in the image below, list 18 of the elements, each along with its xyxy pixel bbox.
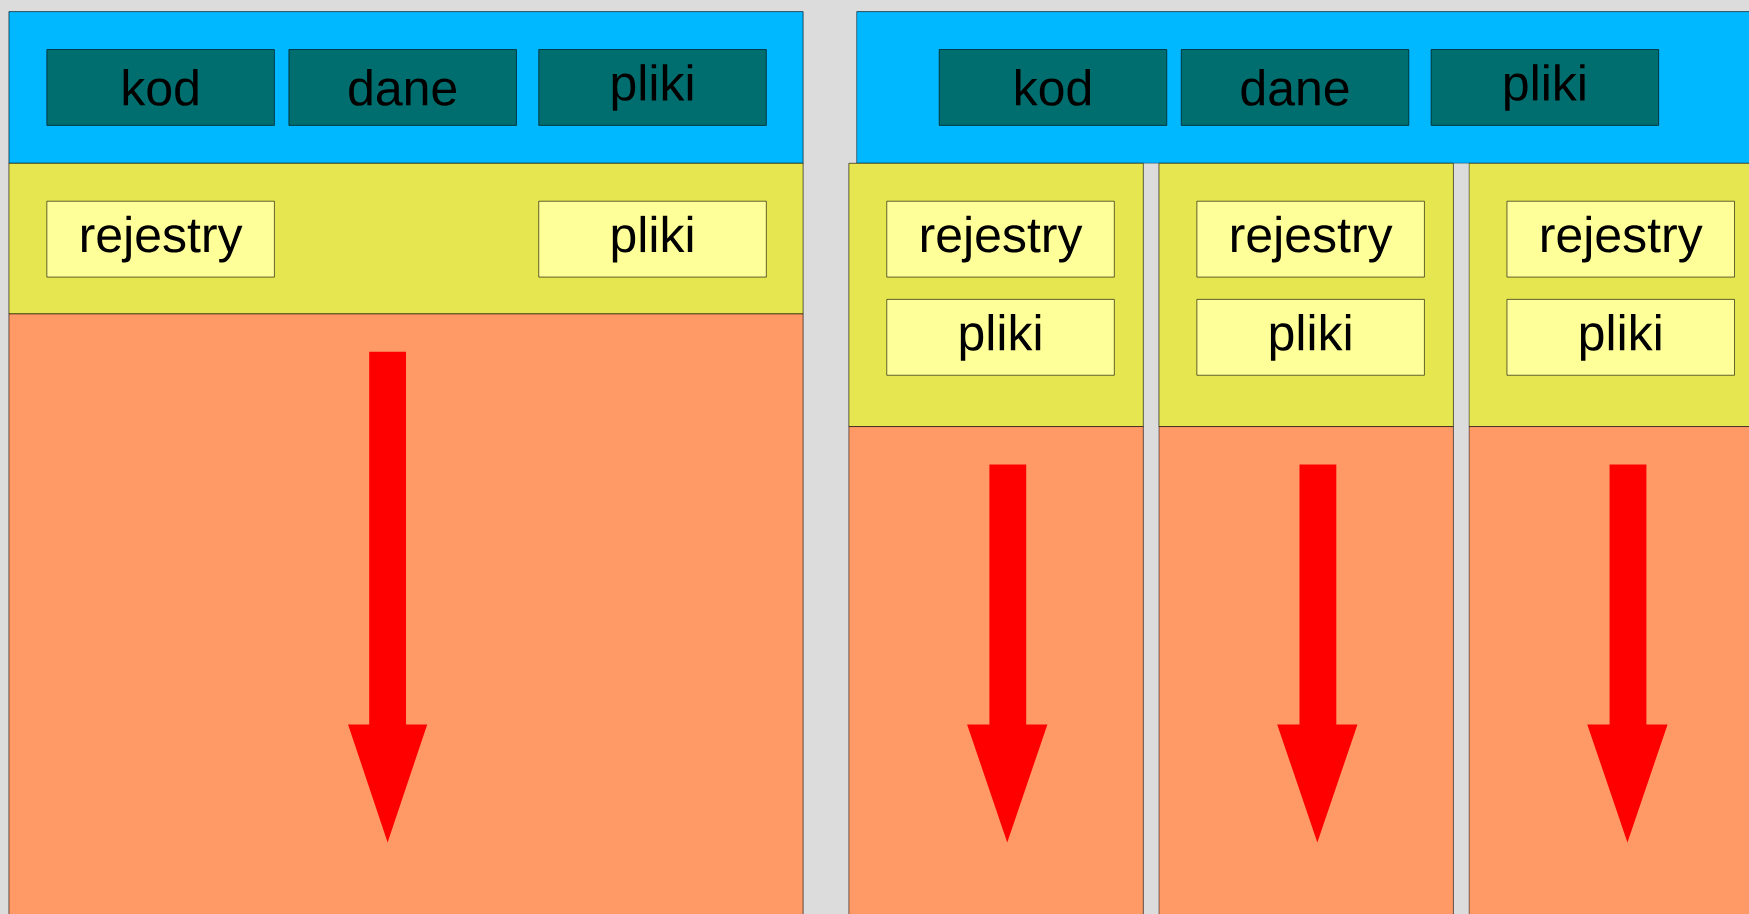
label-box: dane <box>1180 49 1410 126</box>
lower-band <box>1468 426 1749 914</box>
label-box: rejestry <box>886 200 1115 278</box>
lower-band <box>848 426 1144 914</box>
lower-band <box>1158 426 1454 914</box>
label-box: rejestry <box>46 200 275 278</box>
label-box: pliki <box>886 299 1115 376</box>
label-box: rejestry <box>1196 200 1425 278</box>
label-box: pliki <box>1196 299 1425 376</box>
label-box: pliki <box>538 49 767 126</box>
label-box: kod <box>46 49 275 126</box>
label-box: kod <box>938 49 1168 126</box>
label-box: dane <box>288 49 517 126</box>
label-box: pliki <box>538 200 767 278</box>
lower-band <box>8 313 804 914</box>
label-box: pliki <box>1506 299 1735 376</box>
label-box: pliki <box>1430 49 1659 126</box>
label-box: rejestry <box>1506 200 1735 278</box>
